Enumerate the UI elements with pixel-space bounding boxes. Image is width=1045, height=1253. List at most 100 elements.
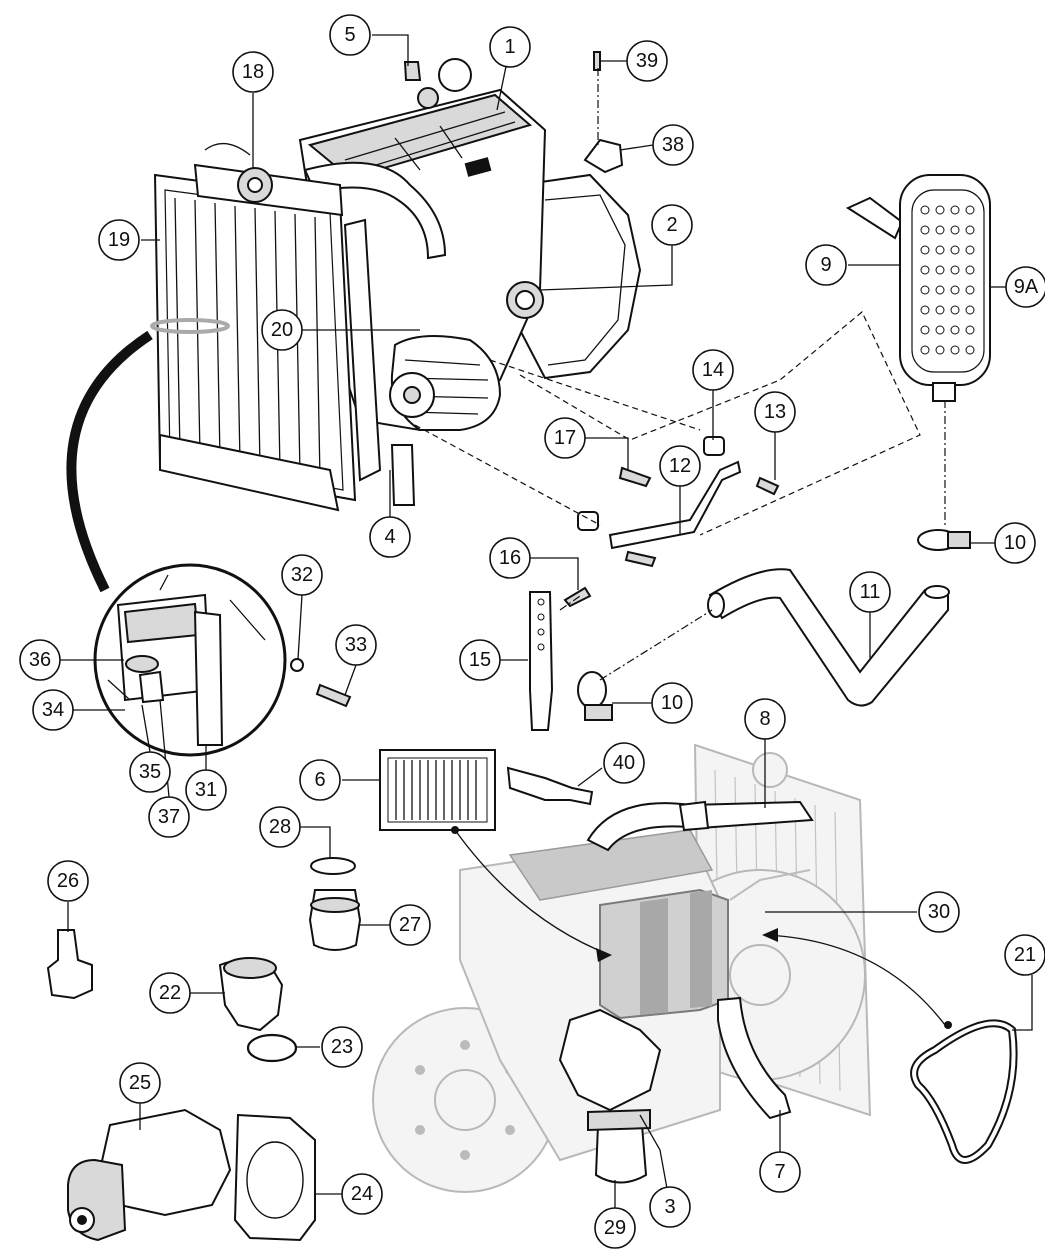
svg-text:34: 34 [42, 699, 64, 721]
callout-31[interactable]: 31 [185, 769, 227, 811]
callout-39[interactable]: 39 [626, 40, 668, 82]
exhaust-clamp-upper [917, 529, 971, 551]
starter-motor [558, 1008, 662, 1112]
glow-plug [506, 766, 594, 806]
oil-filler-cap [438, 58, 472, 92]
callout-4[interactable]: 4 [369, 516, 411, 558]
callout-40[interactable]: 40 [603, 742, 645, 784]
callout-12[interactable]: 12 [659, 445, 701, 487]
support-bracket [390, 444, 416, 506]
callout-leaders [53, 34, 1033, 1208]
callout-28[interactable]: 28 [259, 806, 301, 848]
callout-9[interactable]: 9 [805, 244, 847, 286]
svg-text:29: 29 [604, 1217, 626, 1239]
muffler-outlet-pipe [845, 196, 904, 240]
arrow-head-belt [762, 928, 778, 942]
svg-text:7: 7 [774, 1161, 785, 1183]
exhaust-support-bracket [608, 460, 742, 550]
svg-text:10: 10 [1004, 532, 1026, 554]
bolt-5 [403, 61, 422, 81]
callout-10-lower[interactable]: 10 [651, 682, 693, 724]
svg-text:30: 30 [928, 901, 950, 923]
spacer-upper [703, 436, 725, 456]
callout-19[interactable]: 19 [98, 219, 140, 261]
svg-text:36: 36 [29, 649, 51, 671]
svg-text:18: 18 [242, 61, 264, 83]
callout-36[interactable]: 36 [19, 639, 61, 681]
svg-text:9: 9 [820, 254, 831, 276]
callout-15[interactable]: 15 [459, 639, 501, 681]
hose-clip [583, 138, 624, 174]
callout-32[interactable]: 32 [281, 554, 323, 596]
air-filter-element [379, 749, 496, 831]
callout-33[interactable]: 33 [335, 624, 377, 666]
svg-text:8: 8 [759, 708, 770, 730]
svg-text:31: 31 [195, 779, 217, 801]
muffler-inlet-stub [932, 382, 956, 402]
callout-7[interactable]: 7 [759, 1151, 801, 1193]
callout-26[interactable]: 26 [47, 860, 89, 902]
svg-text:13: 13 [764, 401, 786, 423]
svg-text:27: 27 [399, 914, 421, 936]
exhaust-pipe [708, 568, 949, 707]
inset-pointer-arc [66, 330, 153, 593]
callout-9a[interactable]: 9A [1005, 266, 1045, 308]
callout-35[interactable]: 35 [129, 751, 171, 793]
callout-27[interactable]: 27 [389, 904, 431, 946]
bolt-33 [315, 683, 352, 708]
callout-34[interactable]: 34 [32, 689, 74, 731]
svg-text:1: 1 [504, 36, 515, 58]
svg-text:14: 14 [702, 359, 724, 381]
callout-17[interactable]: 17 [544, 417, 586, 459]
callout-23[interactable]: 23 [321, 1026, 363, 1068]
callout-5[interactable]: 5 [329, 14, 371, 56]
spacer-lower [577, 511, 599, 531]
callout-6[interactable]: 6 [299, 759, 341, 801]
svg-text:5: 5 [344, 24, 355, 46]
muffler-heat-shield [911, 189, 985, 373]
svg-text:32: 32 [291, 564, 313, 586]
callout-8[interactable]: 8 [744, 698, 786, 740]
exhaust-clamp-lower [577, 671, 613, 721]
callout-21[interactable]: 21 [1004, 934, 1045, 976]
svg-text:6: 6 [314, 769, 325, 791]
callout-3[interactable]: 3 [649, 1186, 691, 1228]
svg-text:19: 19 [108, 229, 130, 251]
v-belt [910, 1019, 1018, 1164]
exhaust-hanger-strap [529, 591, 554, 731]
callout-29[interactable]: 29 [594, 1207, 636, 1249]
callout-37[interactable]: 37 [148, 796, 190, 838]
callout-13[interactable]: 13 [754, 391, 796, 433]
callout-20[interactable]: 20 [261, 309, 303, 351]
callout-25[interactable]: 25 [119, 1062, 161, 1104]
heat-shield-perforations [920, 205, 975, 355]
callout-10-upper[interactable]: 10 [994, 522, 1036, 564]
muffler-group [845, 174, 991, 402]
callout-24[interactable]: 24 [341, 1173, 383, 1215]
svg-text:40: 40 [613, 752, 635, 774]
svg-text:20: 20 [271, 319, 293, 341]
callout-11[interactable]: 11 [849, 571, 891, 613]
callout-18[interactable]: 18 [232, 51, 274, 93]
callout-16[interactable]: 16 [489, 537, 531, 579]
svg-text:12: 12 [669, 455, 691, 477]
callout-22[interactable]: 22 [149, 972, 191, 1014]
bolt-17 [618, 466, 652, 488]
callout-30[interactable]: 30 [918, 891, 960, 933]
svg-text:15: 15 [469, 649, 491, 671]
svg-text:26: 26 [57, 870, 79, 892]
callout-2[interactable]: 2 [651, 204, 693, 246]
callout-38[interactable]: 38 [652, 124, 694, 166]
callout-14[interactable]: 14 [692, 349, 734, 391]
radiator-base-rail [159, 433, 340, 512]
callout-1[interactable]: 1 [489, 26, 531, 68]
svg-text:16: 16 [499, 547, 521, 569]
bell-housing [519, 173, 642, 380]
svg-text:33: 33 [345, 634, 367, 656]
arrow-head-filter [596, 948, 612, 962]
svg-text:4: 4 [384, 526, 395, 548]
hanger-bolt [563, 586, 592, 608]
svg-text:11: 11 [860, 581, 881, 603]
lower-engine-assembly [372, 743, 872, 1193]
